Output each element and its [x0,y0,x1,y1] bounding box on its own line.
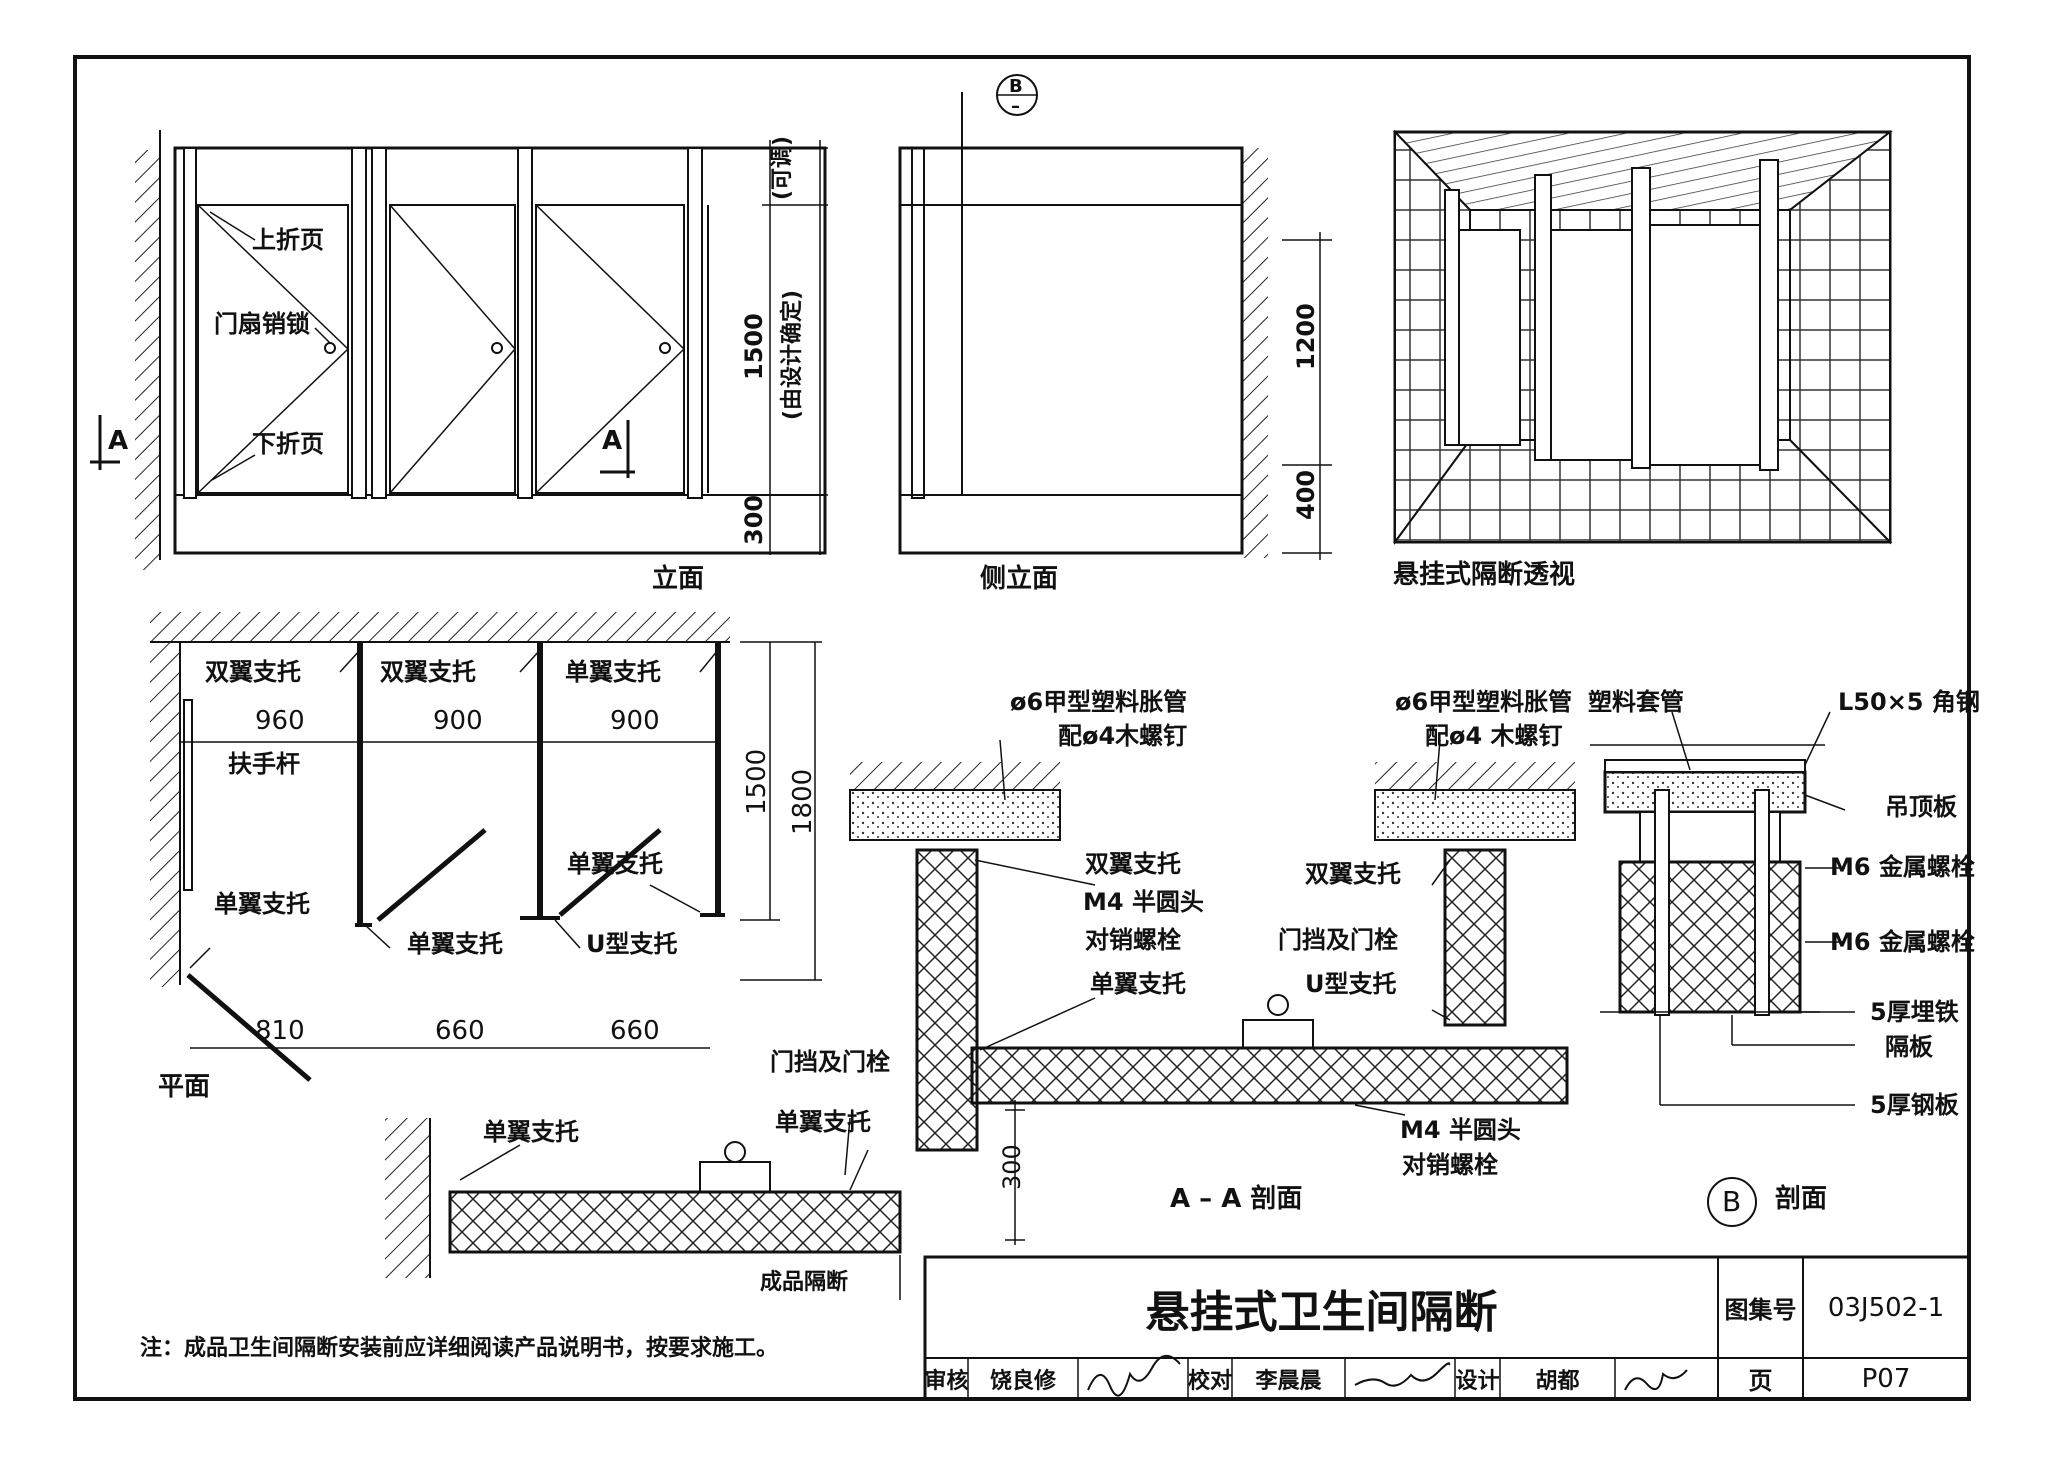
dim-300-elevation: 300 [740,494,768,545]
b-section-mark: B [1722,1185,1742,1218]
plan-single-bracket-right: 单翼支托 [567,850,663,878]
page-number: P07 [1861,1363,1911,1394]
section-aa-view [385,739,1576,1300]
aa-double-bracket-b: 双翼支托 [1305,860,1401,888]
section-mark-a-right: A [602,426,623,456]
dim-400: 400 [1292,469,1320,520]
dim-1200: 1200 [1292,303,1320,370]
reviewer-name: 饶良修 [989,1368,1056,1394]
sheet-title: 悬挂式卫生间隔断 [1145,1286,1498,1338]
aa-double-bracket-a: 双翼支托 [1085,850,1181,878]
section-mark-a-left: A [108,426,129,456]
aa-single-bracket-b: 单翼支托 [775,1108,871,1136]
perspective-view [1392,129,1893,546]
dim-1500-elevation: 1500 [740,313,768,380]
b-section-caption: 剖面 [1775,1184,1828,1214]
elevation-view [90,130,828,570]
b-m6-bolt-a: M6 金属螺栓 [1830,853,1975,881]
plan-dim-960: 960 [255,706,305,736]
aa-u-bracket: U型支托 [1305,970,1397,998]
aa-door-stop-b: 门挡及门栓 [770,1048,890,1076]
b-angle-steel: L50×5 角钢 [1838,688,1980,716]
lower-hinge-label: 下折页 [252,430,324,458]
aa-anchor-2: ø6甲型塑料胀管 [1395,688,1573,716]
aa-section-caption: A – A 剖面 [1170,1184,1303,1214]
plan-dim-1500: 1500 [742,748,772,815]
b-m6-bolt-b: M6 金属螺栓 [1830,928,1975,956]
plan-double-bracket-2: 双翼支托 [380,658,476,686]
side-elevation-view [898,74,1332,560]
plan-view [150,612,822,1082]
review-label: 审核 [924,1368,969,1394]
plan-dim-660a: 660 [435,1016,485,1046]
page-label: 页 [1748,1367,1773,1395]
aa-m4-bolt-a: M4 半圆头 [1083,888,1204,916]
latch-label: 门扇销锁 [214,310,310,338]
detail-b-dash: – [1011,96,1020,117]
plan-double-bracket-1: 双翼支托 [205,658,301,686]
b-plastic-sleeve: 塑料套管 [1588,688,1684,716]
perspective-caption: 悬挂式隔断透视 [1393,560,1576,590]
aa-single-bracket-c: 单翼支托 [483,1118,579,1146]
aa-dim-300: 300 [998,1144,1026,1190]
dim-by-design: (由设计确定) [780,289,805,420]
check-label: 校对 [1188,1368,1233,1394]
plan-grab-bar: 扶手杆 [228,750,300,778]
plan-single-bracket-top: 单翼支托 [565,658,661,686]
designer-name: 胡都 [1535,1368,1580,1394]
dim-adjustable: (可调) [770,135,795,200]
aa-screw-1: 配ø4木螺钉 [1058,722,1188,750]
aa-single-bracket-a: 单翼支托 [1090,970,1186,998]
aa-finished-partition: 成品隔断 [760,1270,849,1295]
reviewer-signature [1087,1355,1181,1397]
plan-single-bracket-mid: 单翼支托 [407,930,503,958]
aa-anchor-1: ø6甲型塑料胀管 [1010,688,1188,716]
plan-dim-660b: 660 [610,1016,660,1046]
sheet-note: 注：成品卫生间隔断安装前应详细阅读产品说明书，按要求施工。 [140,1336,779,1361]
designer-signature [1624,1369,1688,1391]
aa-m4-bolt-b: M4 半圆头 [1400,1116,1521,1144]
atlas-label: 图集号 [1724,1296,1797,1324]
aa-screw-2: 配ø4 木螺钉 [1425,722,1563,750]
side-elevation-caption: 侧立面 [980,564,1059,594]
atlas-number: 03J502-1 [1827,1292,1945,1323]
plan-caption: 平面 [158,1072,211,1102]
section-b-view [1590,711,1855,1227]
upper-hinge-label: 上折页 [252,226,324,254]
plan-u-bracket: U型支托 [586,930,678,958]
b-steel-plate: 5厚钢板 [1870,1091,1959,1119]
checker-name: 李晨晨 [1255,1368,1322,1394]
aa-door-stop-a: 门挡及门栓 [1278,926,1398,954]
plan-dim-900b: 900 [610,706,660,736]
b-ceiling-board: 吊顶板 [1885,793,1957,821]
plan-dim-1800: 1800 [788,768,818,835]
elevation-caption: 立面 [652,564,705,594]
title-block [923,1255,1971,1401]
b-embed-plate: 5厚埋铁 [1870,998,1959,1026]
plan-single-bracket-left: 单翼支托 [214,890,310,918]
aa-pin-bolt-a: 对销螺栓 [1085,926,1181,954]
checker-signature [1354,1362,1451,1387]
plan-dim-810: 810 [255,1016,305,1046]
aa-pin-bolt-b: 对销螺栓 [1402,1151,1498,1179]
b-partition: 隔板 [1885,1033,1933,1061]
detail-b-symbol: B [1009,76,1023,97]
plan-dim-900a: 900 [433,706,483,736]
design-label: 设计 [1455,1368,1500,1394]
